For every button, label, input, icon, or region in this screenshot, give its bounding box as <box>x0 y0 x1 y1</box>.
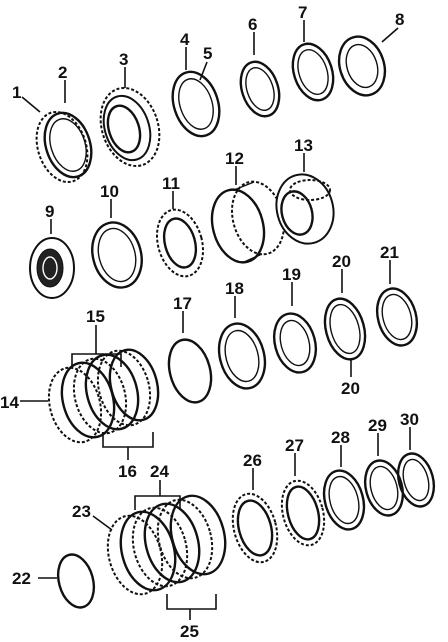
part-27-plate <box>280 479 326 547</box>
callout-1: 1 <box>12 83 21 102</box>
part-21-ring <box>375 287 419 347</box>
part-23-clutch-pack <box>106 494 227 596</box>
callout-2: 2 <box>58 63 67 82</box>
callout-10: 10 <box>100 182 119 201</box>
callout-13: 13 <box>294 136 313 155</box>
callout-7: 7 <box>298 3 307 22</box>
callout-17: 17 <box>173 294 192 313</box>
callout-20-top: 20 <box>332 252 351 271</box>
callout-24: 24 <box>150 462 169 481</box>
part-13-housing <box>275 173 335 245</box>
part-28-plate <box>322 469 366 531</box>
part-9-piston <box>29 237 75 299</box>
callout-28: 28 <box>331 428 350 447</box>
callout-labels: 1 2 3 4 5 6 7 8 9 10 11 12 13 14 15 16 1… <box>0 3 419 641</box>
part-3-hub <box>99 86 161 168</box>
callout-19: 19 <box>282 265 301 284</box>
part-1-2-clutch-rings <box>35 110 93 184</box>
callout-15: 15 <box>86 307 105 326</box>
callout-20-bottom: 20 <box>341 379 360 398</box>
callout-9: 9 <box>45 202 54 221</box>
callout-26: 26 <box>243 451 262 470</box>
callout-30: 30 <box>400 410 419 429</box>
part-12-drum <box>210 180 285 264</box>
part-29-plate <box>363 459 405 517</box>
callout-16: 16 <box>118 462 137 481</box>
callout-25: 25 <box>180 622 199 641</box>
part-10-washer <box>91 221 143 289</box>
part-30-plate <box>396 452 436 508</box>
part-6-ring <box>239 60 281 118</box>
part-8-lugged-ring <box>337 35 387 97</box>
part-19-retainer <box>272 312 318 374</box>
callout-3: 3 <box>119 50 128 69</box>
part-4-5-snap-ring <box>171 70 221 138</box>
callout-8: 8 <box>395 10 404 29</box>
callout-29: 29 <box>368 416 387 435</box>
callout-12: 12 <box>225 149 244 168</box>
part-20-ring <box>323 297 367 361</box>
callout-18: 18 <box>225 279 244 298</box>
callout-6: 6 <box>248 15 257 34</box>
callout-22: 22 <box>12 569 31 588</box>
part-26-plate <box>231 492 279 564</box>
callout-14: 14 <box>0 393 19 412</box>
callout-5: 5 <box>203 44 212 63</box>
leader-lines <box>20 20 411 620</box>
part-14-clutch-pack <box>47 348 160 444</box>
callout-23: 23 <box>72 502 91 521</box>
callout-27: 27 <box>285 436 304 455</box>
part-17-snap-ring <box>167 338 213 404</box>
part-22-snap-ring <box>56 553 96 609</box>
part-7-ring <box>291 42 335 102</box>
part-18-spring-plate <box>217 322 267 390</box>
callout-21: 21 <box>380 243 399 262</box>
callout-4: 4 <box>180 30 190 49</box>
part-11-bearing <box>155 208 205 278</box>
callout-11: 11 <box>162 174 180 193</box>
